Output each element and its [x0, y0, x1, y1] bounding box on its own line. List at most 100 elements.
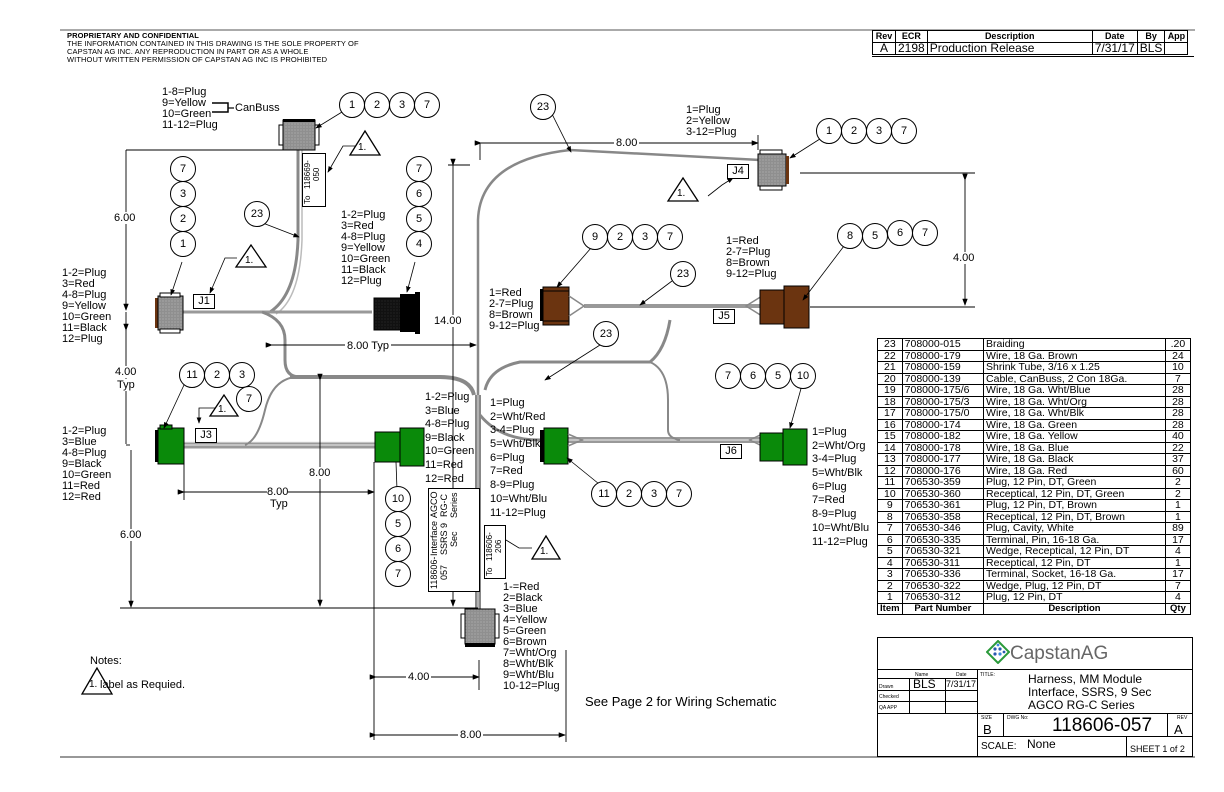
- note-ref: 1.: [677, 188, 686, 199]
- item-balloon: 10: [385, 486, 411, 512]
- item-balloon: 7: [912, 220, 938, 246]
- item-balloon: 5: [765, 363, 791, 389]
- item-balloon: 3: [229, 362, 255, 388]
- ecr-cell: 2198: [895, 42, 928, 55]
- item-balloon: 11: [179, 362, 205, 388]
- bom-qty: 17: [1164, 533, 1192, 546]
- bom-part-number: 708000-175/0: [901, 407, 985, 420]
- rev-cell: A: [872, 42, 896, 55]
- pin-assignment: 12=Red: [62, 491, 101, 503]
- bom-description: Receptical, 12 Pin, DT, Green: [983, 487, 1166, 500]
- bom-part-number: 708000-177: [901, 453, 985, 466]
- pin-assignment: 1-2=Plug: [62, 267, 107, 279]
- pin-assignment: 10=Green: [62, 469, 112, 481]
- pin-assignment: 8=Wht/Blk: [503, 658, 554, 670]
- pin-assignment: 2=Black: [503, 592, 543, 604]
- tb-rev: A: [1174, 722, 1183, 737]
- harness-id-label: 118606-057 Interface SSRS 9 Sec AGCO RG-…: [428, 488, 480, 592]
- tb-divider: [877, 713, 1192, 714]
- bom-qty: 28: [1164, 395, 1192, 408]
- company-logo: CapstanAG: [985, 639, 1108, 665]
- tb-rev-label: REV: [1177, 715, 1188, 721]
- bom-item: 18: [877, 395, 903, 408]
- pin-assignment: 3-4=Plug: [812, 453, 857, 466]
- tb-title-line: Interface, SSRS, 9 Sec: [1028, 685, 1152, 699]
- pin-assignment: 11=Black: [62, 322, 107, 334]
- bom-description: Cable, CanBuss, 2 Con 18Ga.: [983, 372, 1166, 385]
- bom-description: Braiding: [983, 338, 1166, 351]
- connector-j5: [744, 285, 810, 329]
- pin-assignment: 2=Wht/Red: [490, 410, 546, 423]
- bom-part-number: 706530-359: [901, 476, 985, 489]
- bom-qty: 7: [1164, 372, 1192, 385]
- label-to-text: To: [485, 567, 494, 576]
- tb-divider: [877, 690, 977, 691]
- bom-qty: 1: [1164, 499, 1192, 512]
- bom-item: 19: [877, 384, 903, 397]
- braid-balloon: 23: [244, 201, 270, 227]
- by-cell: BLS: [1136, 42, 1166, 55]
- bom-qty: 37: [1164, 453, 1192, 466]
- pin-assignment: 10-12=Plug: [503, 680, 560, 692]
- pin-assignment: 4=Yellow: [503, 614, 547, 626]
- bom-item: 23: [877, 338, 903, 351]
- pin-assignment: 5=Green: [503, 625, 547, 637]
- pin-assignment: 3=Blue: [425, 404, 460, 417]
- bom-qty: 10: [1164, 361, 1192, 374]
- dim-8-j3: 8.00: [267, 486, 289, 498]
- bom-qty: 28: [1164, 384, 1192, 397]
- pin-assignment: 7=Wht/Org: [503, 647, 557, 659]
- bom-description: Wedge, Receptical, 12 Pin, DT: [983, 545, 1166, 558]
- pin-assignment: 1=Plug: [686, 104, 721, 116]
- item-balloon: 8: [837, 223, 863, 249]
- item-balloon: 6: [887, 220, 913, 246]
- item-balloon: 6: [385, 536, 411, 562]
- revision-table: Rev ECR Description Date By App A 2198 P…: [872, 30, 1189, 55]
- note-ref: 1.: [218, 404, 227, 415]
- pin-assignment: 7=Red: [812, 494, 845, 507]
- bom-part-number: 706530-312: [901, 591, 985, 604]
- pin-assignment: 1=Red: [726, 235, 759, 247]
- capstan-logo-icon: [985, 639, 1011, 665]
- tb-dwg-no: 118606-057: [1052, 715, 1153, 736]
- bom-item: 3: [877, 568, 903, 581]
- bom-item: 17: [877, 407, 903, 420]
- pin-assignment: 9=Black: [62, 458, 102, 470]
- bom-header: Qty: [1164, 602, 1192, 615]
- bom-part-number: 706530-361: [901, 499, 985, 512]
- tb-divider: [945, 678, 946, 713]
- bom-qty: 17: [1164, 568, 1192, 581]
- item-balloon: 11: [591, 481, 617, 507]
- dim-8-typ-mid: 8.00 Typ: [345, 340, 391, 352]
- bom-qty: 7: [1164, 579, 1192, 592]
- notes-title: Notes:: [90, 655, 122, 667]
- bom-part-number: 708000-179: [901, 349, 985, 362]
- item-balloon: 3: [632, 224, 658, 250]
- bom-qty: 28: [1164, 418, 1192, 431]
- tb-name-header: Name: [915, 672, 929, 678]
- bom-part-number: 708000-175/6: [901, 384, 985, 397]
- bom-qty: 60: [1164, 464, 1192, 477]
- pin-assignment: 12=Red: [425, 472, 464, 485]
- connector-black-receptacle: [373, 292, 420, 334]
- confidential-line: CAPSTAN AG INC. ANY REPRODUCTION IN PART…: [67, 47, 309, 56]
- tag-j5: J5: [713, 309, 735, 324]
- dim-4-typ: 4.00: [115, 366, 137, 378]
- item-balloon: 9: [582, 224, 608, 250]
- tb-scale-label: SCALE:: [981, 741, 1017, 752]
- pin-assignment: 9-12=Plug: [726, 268, 777, 280]
- item-balloon: 3: [170, 181, 196, 207]
- bom-part-number: 708000-015: [901, 338, 985, 351]
- tb-checked-label: Checked: [879, 694, 899, 700]
- item-balloon: 2: [616, 481, 642, 507]
